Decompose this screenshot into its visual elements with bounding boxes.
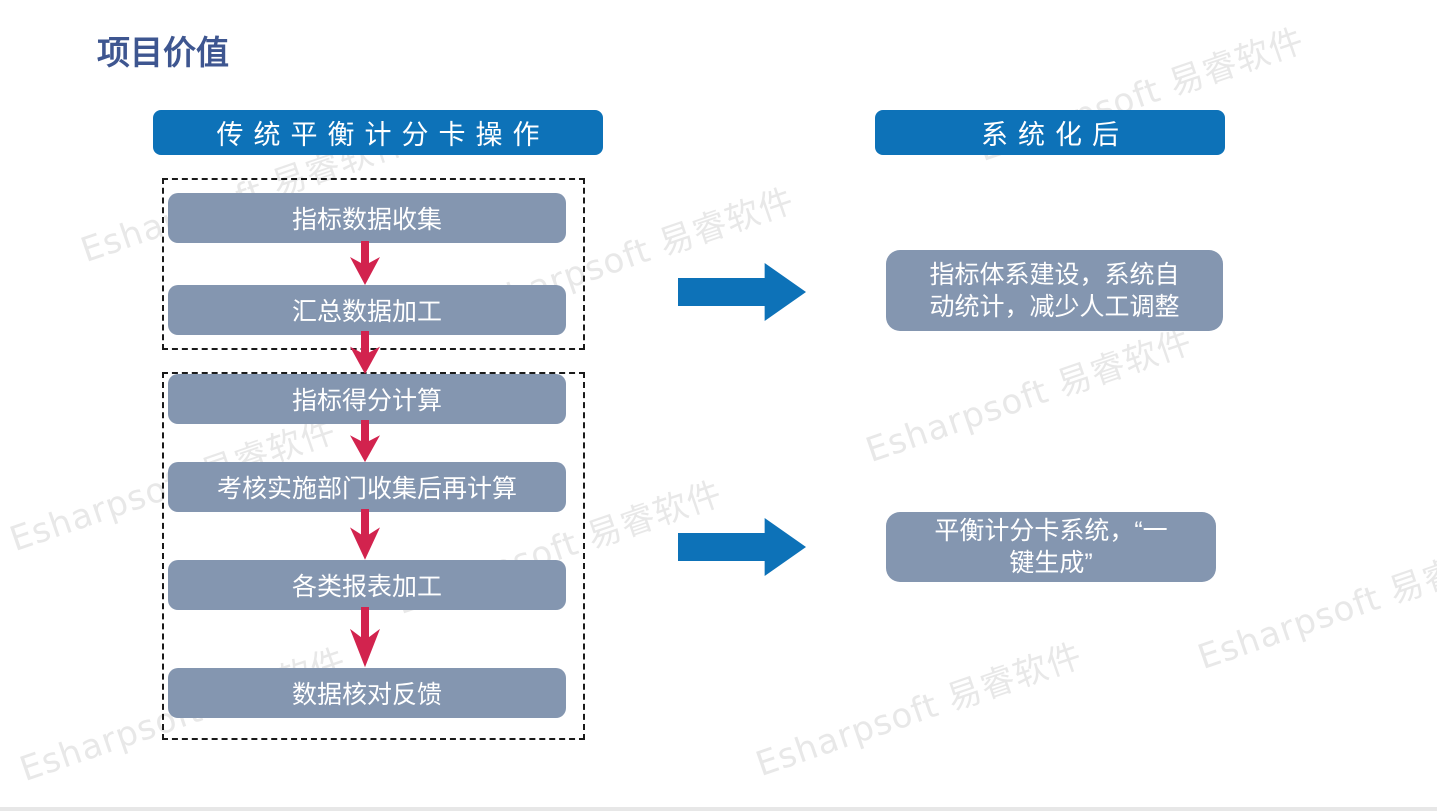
page-title: 项目价值 <box>97 34 229 71</box>
result-line: 平衡计分卡系统，“一 <box>934 517 1168 545</box>
down-arrow-icon <box>348 509 382 562</box>
result-line: 键生成” <box>1009 549 1093 577</box>
result-line: 指标体系建设，系统自 <box>929 260 1180 289</box>
dashed-group-2 <box>162 372 585 740</box>
flow-step-aggregate-data: 汇总数据加工 <box>168 285 566 335</box>
flow-step-collect-data: 指标数据收集 <box>168 193 566 243</box>
down-arrow-icon <box>348 331 382 376</box>
down-arrow-icon <box>348 420 382 464</box>
bottom-edge-strip <box>0 807 1437 811</box>
result-box-one-click: 平衡计分卡系统，“一 键生成” <box>886 512 1216 582</box>
flow-step-data-check-feedback: 数据核对反馈 <box>168 668 566 718</box>
flow-step-score-calc: 指标得分计算 <box>168 374 566 424</box>
right-arrow-icon <box>678 518 806 576</box>
result-box-indicator-system: 指标体系建设，系统自 动统计，减少人工调整 <box>886 250 1223 331</box>
right-arrow-icon <box>678 263 806 321</box>
watermark-text: Esharpsoft 易睿软件 <box>860 321 1198 471</box>
header-systemized: 系统化后 <box>875 110 1225 155</box>
result-line: 动统计，减少人工调整 <box>929 292 1180 321</box>
watermark-text: Esharpsoft 易睿软件 <box>1192 528 1437 678</box>
down-arrow-icon <box>348 607 382 670</box>
watermark-text: Esharpsoft 易睿软件 <box>750 635 1088 785</box>
dashed-group-1 <box>162 178 585 350</box>
down-arrow-icon <box>348 241 382 287</box>
header-traditional: 传统平衡计分卡操作 <box>153 110 603 155</box>
flow-step-dept-recalc: 考核实施部门收集后再计算 <box>168 462 566 512</box>
flow-step-report-processing: 各类报表加工 <box>168 560 566 610</box>
